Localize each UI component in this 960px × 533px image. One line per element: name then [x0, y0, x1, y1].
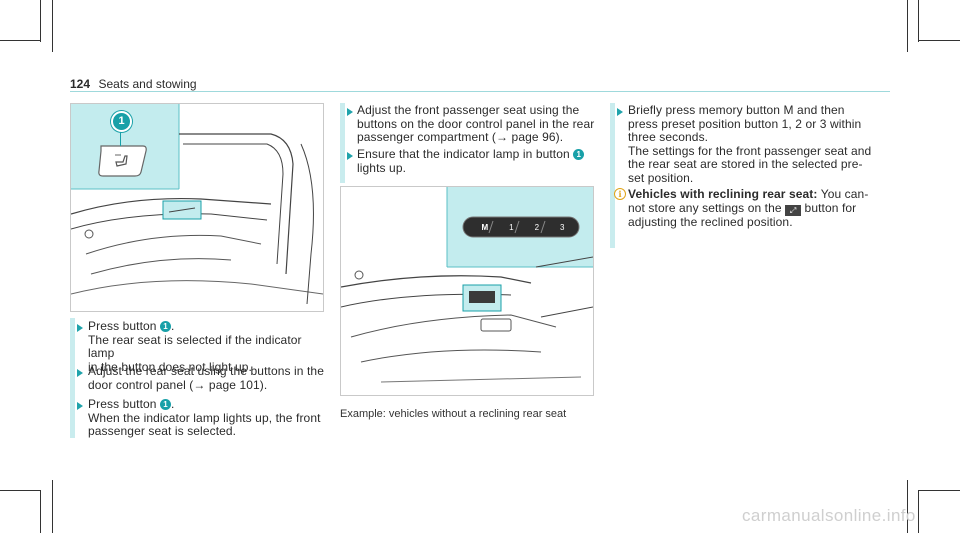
preset-button-2: 2 [534, 222, 540, 232]
crop-mark [52, 0, 53, 52]
figure-door-illustration: 1 [70, 103, 324, 312]
step-bar [340, 103, 345, 183]
crop-mark [40, 0, 41, 42]
badge-1: 1 [160, 399, 172, 410]
info-reclining-seat: Vehicles with reclining rear seat: You c… [628, 187, 869, 229]
door-panel-illustration [71, 104, 323, 305]
step-press-button-front: Press button 1. When the indicator lamp … [88, 397, 321, 438]
preset-button-3: 3 [560, 222, 565, 232]
memory-button-row: M 1 2 3 [471, 217, 575, 237]
step-bar [610, 103, 615, 248]
crop-mark [907, 0, 908, 52]
preset-button-1: 1 [509, 222, 514, 232]
figure-memory-buttons: M 1 2 3 [340, 186, 594, 396]
step-bar [70, 318, 75, 438]
step-press-button-rear: Press button 1. The rear seat is selecte… [88, 319, 302, 374]
step-ensure-lamp: Ensure that the indicator lamp in button… [357, 147, 597, 175]
step-press-memory: Briefly press memory button M and then p… [628, 103, 872, 185]
callout-badge-1: 1 [111, 111, 132, 132]
badge-1: 1 [573, 149, 585, 160]
crop-mark [0, 40, 40, 41]
page-number: 124 [70, 77, 91, 91]
crop-mark [52, 480, 53, 533]
step-arrow-icon [77, 369, 83, 377]
step-arrow-icon [347, 152, 353, 160]
info-icon: i [614, 188, 626, 200]
crop-mark [40, 490, 41, 533]
memory-button-m: M [481, 222, 489, 232]
memory-panel-illustration [341, 187, 593, 383]
recline-button-icon: ⤢ [785, 204, 802, 216]
section-title: Seats and stowing [98, 77, 197, 91]
crop-mark [907, 480, 908, 533]
crop-mark [918, 0, 919, 42]
step-adjust-front-seat: Adjust the front passenger seat using th… [357, 103, 595, 144]
step-adjust-rear-seat: Adjust the rear seat using the buttons i… [88, 364, 324, 392]
crop-mark [918, 40, 960, 41]
step-arrow-icon [617, 108, 623, 116]
step-arrow-icon [347, 108, 353, 116]
crop-mark [918, 490, 960, 491]
page-header: 124 Seats and stowing [70, 75, 197, 93]
step-arrow-icon [77, 324, 83, 332]
crop-mark [0, 490, 40, 491]
watermark: carmanualsonline.info [742, 506, 916, 525]
badge-1: 1 [160, 321, 172, 332]
callout-line [120, 132, 121, 146]
header-rule [70, 91, 890, 92]
step-arrow-icon [77, 402, 83, 410]
figure-caption: Example: vehicles without a reclining re… [340, 408, 567, 420]
crop-mark [918, 490, 919, 533]
